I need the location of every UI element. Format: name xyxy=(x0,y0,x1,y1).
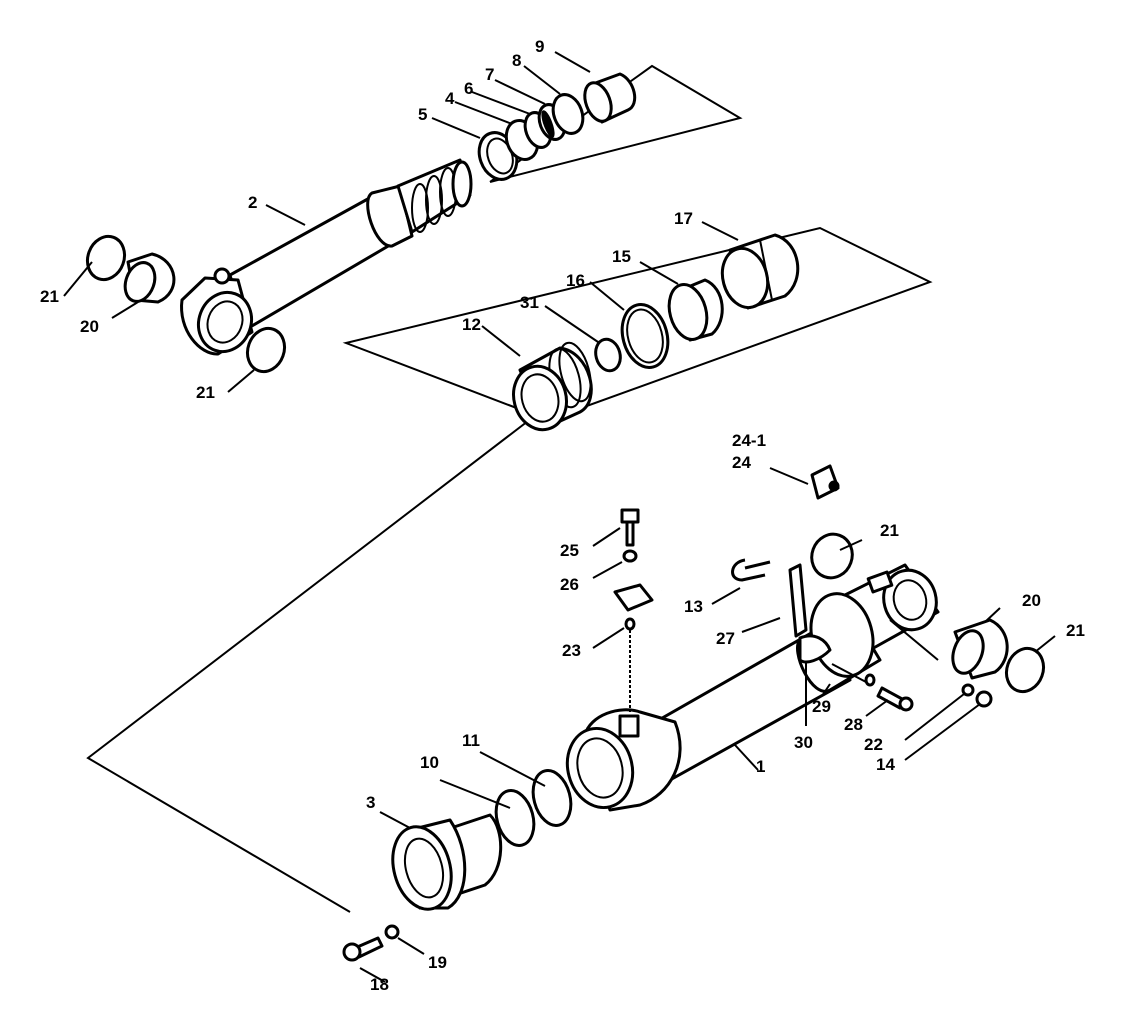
label-22: 22 xyxy=(864,735,883,754)
bushing-20-right xyxy=(951,618,1009,680)
label-30: 30 xyxy=(794,733,813,752)
label-14: 14 xyxy=(876,755,895,774)
dust-seal-21-top xyxy=(85,234,127,282)
washer-26 xyxy=(622,549,638,563)
clamp-27 xyxy=(788,563,832,664)
label-16: 16 xyxy=(566,271,585,290)
piston-seal-16 xyxy=(620,303,670,369)
label-25: 25 xyxy=(560,541,579,560)
dust-seal-21-upper-right xyxy=(810,532,854,580)
bracket-piston-rod-seals xyxy=(342,226,933,421)
nut-14 xyxy=(975,690,993,708)
label-4: 4 xyxy=(445,89,455,108)
piston-rod xyxy=(180,158,473,356)
u-bolt-13 xyxy=(731,558,771,582)
dust-seal-9 xyxy=(583,72,637,124)
piston-12 xyxy=(512,341,593,432)
block-23 xyxy=(613,583,654,612)
label-7: 7 xyxy=(485,65,494,84)
o-ring-31 xyxy=(594,337,622,373)
bolt-25 xyxy=(620,508,640,547)
washer-19 xyxy=(384,924,400,940)
bolt-18 xyxy=(342,936,384,962)
wear-ring-15 xyxy=(667,278,724,342)
label-20-right: 20 xyxy=(1022,591,1041,610)
label-1: 1 xyxy=(756,757,765,776)
label-21-right: 21 xyxy=(1066,621,1085,640)
bushing-20-top xyxy=(123,252,176,304)
cylinder-tube xyxy=(565,563,940,812)
label-15: 15 xyxy=(612,247,631,266)
label-6: 6 xyxy=(464,79,473,98)
label-10: 10 xyxy=(420,753,439,772)
rod-seal-8 xyxy=(551,93,585,135)
o-ring-23 xyxy=(624,617,636,712)
label-24: 24 xyxy=(732,453,751,472)
dust-seal-21-right xyxy=(1004,646,1046,694)
leader-lines xyxy=(63,51,1056,983)
label-20-top: 20 xyxy=(80,317,99,336)
label-23: 23 xyxy=(562,641,581,660)
label-21-upper-right: 21 xyxy=(880,521,899,540)
cylinder-head-3 xyxy=(391,813,503,911)
bracket-cylinder-head xyxy=(86,407,546,913)
part-labels: 1 2 3 4 5 6 7 8 9 10 11 12 13 14 15 16 1… xyxy=(40,37,1085,994)
label-13: 13 xyxy=(684,597,703,616)
label-17: 17 xyxy=(674,209,693,228)
label-28: 28 xyxy=(844,715,863,734)
label-3: 3 xyxy=(366,793,375,812)
label-21-lower-left: 21 xyxy=(196,383,215,402)
label-12: 12 xyxy=(462,315,481,334)
label-2: 2 xyxy=(248,193,257,212)
label-29: 29 xyxy=(812,697,831,716)
label-24-1: 24-1 xyxy=(732,431,766,450)
label-21-top-left: 21 xyxy=(40,287,59,306)
label-5: 5 xyxy=(418,105,427,124)
label-27: 27 xyxy=(716,629,735,648)
nut-17 xyxy=(720,233,800,310)
label-11: 11 xyxy=(462,731,480,750)
o-ring-10 xyxy=(494,789,536,847)
label-8: 8 xyxy=(512,51,521,70)
label-31: 31 xyxy=(520,293,539,312)
washer-29 xyxy=(864,673,876,687)
washer-22 xyxy=(961,683,975,697)
label-19: 19 xyxy=(428,953,447,972)
dust-seal-21-lower xyxy=(245,326,287,374)
pipe-24 xyxy=(639,464,840,594)
bolt-28 xyxy=(876,686,914,712)
label-18: 18 xyxy=(370,975,389,994)
label-9: 9 xyxy=(535,37,544,56)
rod-seal-7 xyxy=(537,103,567,141)
label-26: 26 xyxy=(560,575,579,594)
